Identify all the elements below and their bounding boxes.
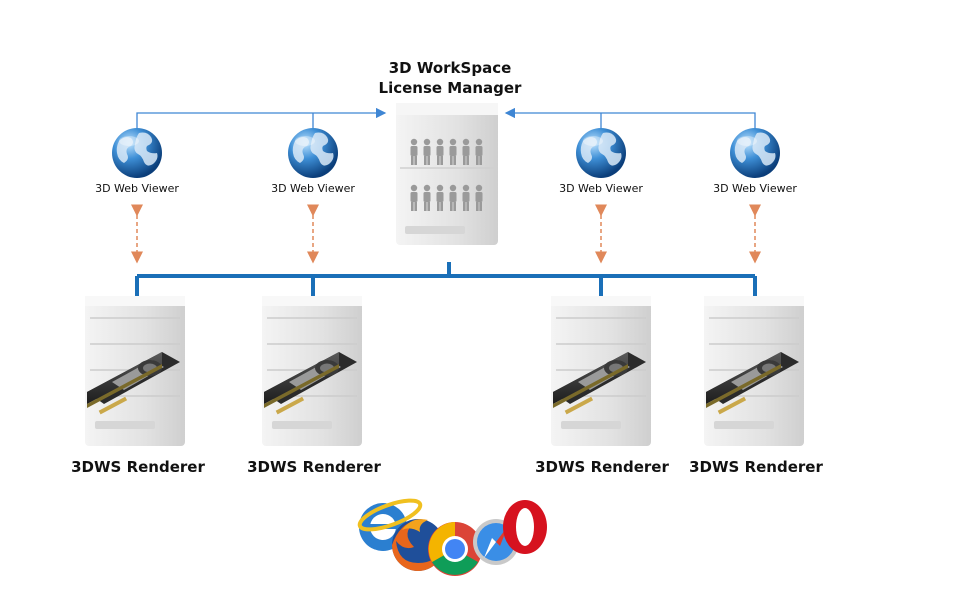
license-manager-server [396,103,498,245]
globe-icon [112,128,162,178]
renderer-server [84,295,186,447]
renderer-server [550,295,652,447]
renderer-server [261,295,363,447]
connector-viewer-4 [504,107,756,135]
web-viewer-label: 3D Web Viewer [559,182,643,195]
renderer-label: 3DWS Renderer [247,458,381,476]
chrome-icon [428,522,482,576]
license-manager-title-line1: 3D WorkSpace [388,59,512,77]
license-manager-title-line2: License Manager [378,79,522,97]
renderer-label: 3DWS Renderer [689,458,823,476]
opera-icon [503,500,547,554]
renderer-label: 3DWS Renderer [71,458,205,476]
web-viewer-label: 3D Web Viewer [95,182,179,195]
web-viewer-label: 3D Web Viewer [713,182,797,195]
browser-logos [357,498,547,576]
connector-viewer-1 [136,107,387,135]
web-viewer-label: 3D Web Viewer [271,182,355,195]
network-bus [135,262,757,296]
renderer-label: 3DWS Renderer [535,458,669,476]
viewer-renderer-links [131,204,761,264]
renderer-server [703,295,805,447]
globe-icon [576,128,626,178]
license-manager-title: 3D WorkSpace License Manager [330,58,570,98]
globe-icon [730,128,780,178]
globe-icon [288,128,338,178]
